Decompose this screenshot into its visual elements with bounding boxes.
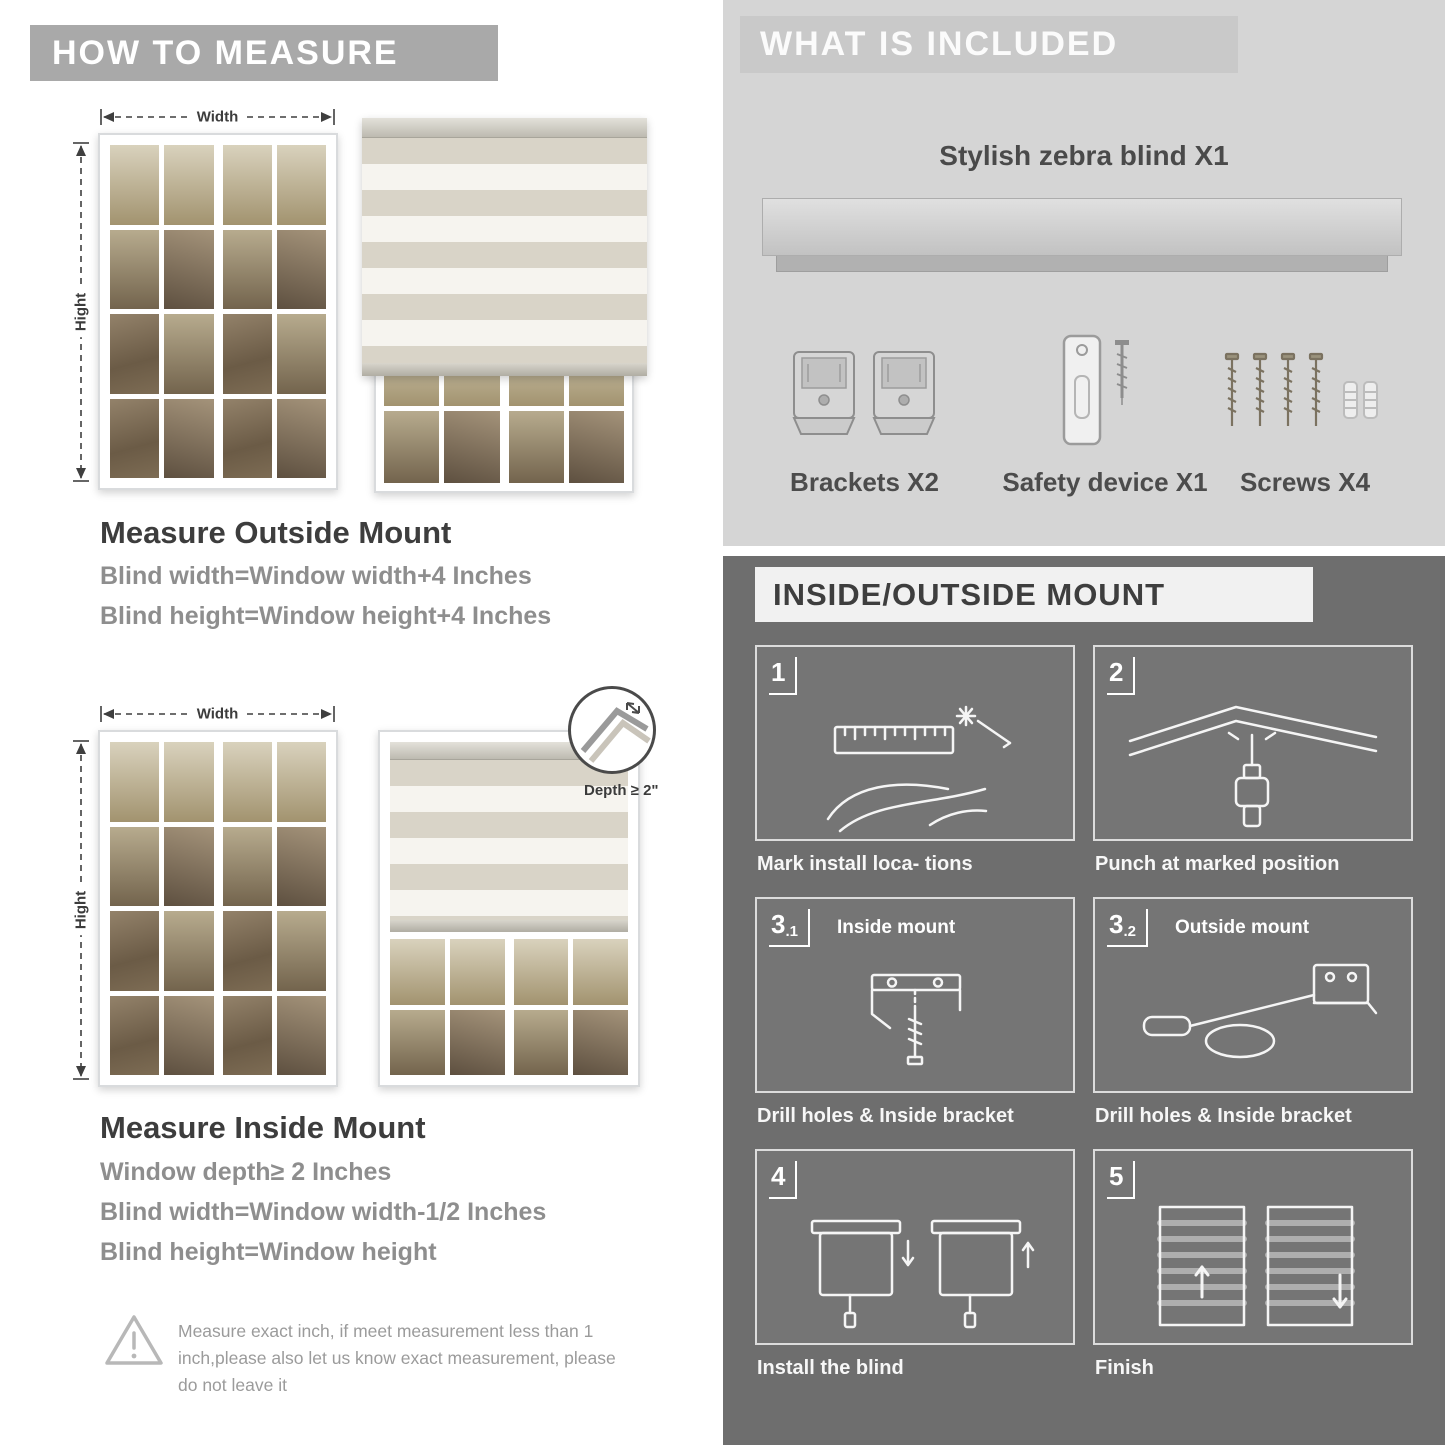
inside-formula-depth: Window depth≥ 2 Inches — [100, 1158, 392, 1186]
outside-formula-width: Blind width=Window width+4 Inches — [100, 562, 532, 590]
what-is-included-header: WHAT IS INCLUDED — [740, 16, 1238, 73]
step-number: 4 — [769, 1161, 798, 1199]
width-arrow-inside: Width — [100, 705, 335, 723]
step-panel: 1 — [755, 645, 1075, 841]
step-caption: Drill holes & Inside bracket — [757, 1105, 1014, 1127]
drill-illustration — [1128, 705, 1378, 828]
blind-headrail-lip — [776, 256, 1388, 272]
height-label: Hight — [72, 286, 90, 338]
step-panel: 3.2 Outside mount — [1093, 897, 1413, 1093]
width-label: Width — [190, 705, 245, 723]
screws-label: Screws X4 — [1239, 467, 1371, 497]
zebra-blind — [390, 742, 628, 932]
step-caption: Drill holes & Inside bracket — [1095, 1105, 1352, 1127]
window-sashes — [110, 742, 326, 1075]
window-illustration-outside — [98, 133, 338, 490]
step-caption: Mark install loca- tions — [757, 853, 973, 875]
width-arrow: Width — [100, 108, 335, 126]
step-number: 3.2 — [1107, 909, 1148, 947]
blind-bottom-rail — [390, 920, 628, 932]
width-label: Width — [190, 108, 245, 126]
zebra-blind-inside-illustration — [378, 730, 640, 1087]
step-3-1: 3.1 Inside mount — [755, 897, 1075, 1149]
blind-stripes — [390, 760, 628, 920]
brackets-illustration — [792, 351, 936, 435]
inside-formula-width: Blind width=Window width-1/2 Inches — [100, 1198, 547, 1226]
step-panel: 4 — [755, 1149, 1075, 1345]
step-caption: Punch at marked position — [1095, 853, 1340, 875]
measure-warning-note: Measure exact inch, if meet measurement … — [178, 1321, 616, 1396]
step-number: 3.1 — [769, 909, 810, 947]
step-panel: 5 — [1093, 1149, 1413, 1345]
outside-formula-height: Blind height=Window height+4 Inches — [100, 602, 552, 630]
step-3-2: 3.2 Outside mount Drill holes & Inside — [1093, 897, 1413, 1149]
blind-bottom-rail — [362, 363, 647, 376]
how-to-measure-header: HOW TO MEASURE — [30, 25, 498, 81]
height-label: Hight — [72, 884, 90, 936]
safety-device-illustration — [1062, 334, 1129, 446]
step-number: 2 — [1107, 657, 1136, 695]
step-number: 5 — [1107, 1161, 1136, 1199]
outside-bracket-illustration — [1142, 963, 1378, 1059]
blind-headrail — [390, 742, 628, 760]
depth-corner-detail — [580, 702, 651, 763]
step-4: 4 — [755, 1149, 1075, 1401]
window-sashes — [110, 145, 326, 478]
product-label: Stylish zebra blind X1 — [939, 140, 1229, 171]
step-5: 5 Finish — [1093, 1149, 1413, 1401]
finish-illustration — [1157, 1205, 1355, 1327]
step-panel: 3.1 Inside mount — [755, 897, 1075, 1093]
brackets-label: Brackets X2 — [790, 467, 939, 497]
mount-steps-grid: 1 Mark install loca- tions — [755, 645, 1413, 1401]
step-panel: 2 — [1093, 645, 1413, 841]
depth-callout-label: Depth ≥ 2" — [584, 782, 659, 799]
height-arrow: Hight — [72, 142, 90, 482]
what-is-included-section: WHAT IS INCLUDED Stylish zebra blind X1 — [723, 0, 1445, 546]
inside-formula-height: Blind height=Window height — [100, 1238, 437, 1266]
window-sashes — [390, 939, 628, 1075]
blind-stripes — [362, 138, 647, 363]
step-2: 2 Punch at marked position — [1093, 645, 1413, 897]
blind-headrail-illustration — [762, 198, 1402, 256]
install-blind-illustration — [810, 1219, 1035, 1329]
safety-device-label: Safety device X1 — [1002, 467, 1208, 497]
depth-callout-circle — [568, 686, 656, 774]
zebra-blind — [362, 118, 647, 376]
mark-location-illustration — [826, 705, 1012, 833]
mount-guide-header: INSIDE/OUTSIDE MOUNT — [755, 567, 1313, 622]
outside-mount-title: Measure Outside Mount — [100, 515, 452, 550]
mount-guide-section: INSIDE/OUTSIDE MOUNT 1 — [723, 556, 1445, 1445]
zebra-blind-outside-illustration — [362, 118, 647, 493]
inside-bracket-illustration — [870, 973, 962, 1066]
step-caption: Finish — [1095, 1357, 1154, 1379]
step-1: 1 Mark install loca- tions — [755, 645, 1075, 897]
inside-mount-title: Measure Inside Mount — [100, 1110, 426, 1145]
blind-headrail — [362, 118, 647, 138]
height-arrow-inside: Hight — [72, 740, 90, 1080]
window-illustration-inside — [98, 730, 338, 1087]
step-number: 1 — [769, 657, 798, 695]
screws-illustration — [1224, 352, 1378, 426]
warning-icon — [105, 1315, 163, 1365]
step-caption: Install the blind — [757, 1357, 904, 1379]
